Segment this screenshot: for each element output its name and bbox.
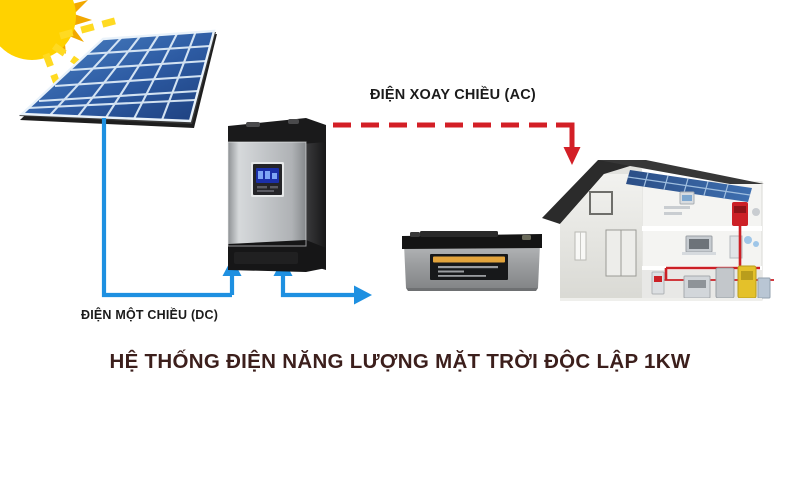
dc-flow-label: ĐIỆN MỘT CHIỀU (DC) <box>81 308 219 322</box>
page-title: HỆ THỐNG ĐIỆN NĂNG LƯỢNG MẶT TRỜI ĐỘC LẬ… <box>109 350 691 373</box>
house-icon <box>534 140 786 308</box>
ac-flow-label: ĐIỆN XOAY CHIỀU (AC) <box>370 87 536 103</box>
battery-icon <box>398 230 546 292</box>
inverter-icon <box>218 112 330 280</box>
solar-panel-icon <box>14 28 219 148</box>
